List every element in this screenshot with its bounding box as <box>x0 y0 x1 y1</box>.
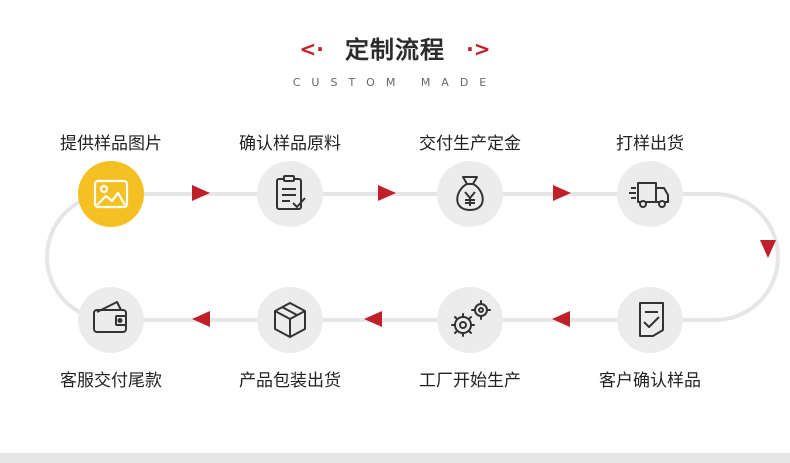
document-check-icon <box>639 302 664 337</box>
step-node-4 <box>617 161 683 227</box>
step-label-1: 提供样品图片 <box>60 134 162 154</box>
step-node-5 <box>617 287 683 353</box>
arrow-down-right <box>760 240 776 258</box>
gears-icon <box>451 300 491 337</box>
clipboard-check-icon <box>276 175 306 210</box>
step-label-3: 交付生产定金 <box>419 134 521 154</box>
page-subtitle: CUSTOM MADE <box>292 76 498 89</box>
left-decoration: <· <box>299 37 324 61</box>
step-label-4: 打样出货 <box>616 134 684 154</box>
page-title: 定制流程 <box>345 36 445 64</box>
right-decoration: ·> <box>466 37 491 61</box>
arrow-right-1 <box>192 185 210 201</box>
header: <· 定制流程 ·> <box>0 30 790 65</box>
step-node-3 <box>437 161 503 227</box>
arrow-left-1 <box>552 311 570 327</box>
wallet-icon <box>93 301 127 333</box>
image-icon <box>93 179 129 209</box>
arrow-right-2 <box>378 185 396 201</box>
step-label-8: 客服交付尾款 <box>60 371 162 391</box>
step-label-7: 产品包装出货 <box>239 371 341 391</box>
money-bag-icon <box>456 176 484 211</box>
step-label-2: 确认样品原料 <box>239 134 341 154</box>
arrow-right-3 <box>553 185 571 201</box>
delivery-truck-icon <box>629 182 669 208</box>
bottom-divider <box>0 453 790 463</box>
step-node-7 <box>257 287 323 353</box>
arrow-left-3 <box>192 311 210 327</box>
step-node-8 <box>78 287 144 353</box>
step-label-5: 客户确认样品 <box>599 371 701 391</box>
step-node-6 <box>437 287 503 353</box>
flow-track <box>45 192 780 322</box>
step-label-6: 工厂开始生产 <box>419 371 521 391</box>
step-node-2 <box>257 161 323 227</box>
arrow-left-2 <box>364 311 382 327</box>
step-node-1 <box>78 161 144 227</box>
package-box-icon <box>274 302 306 338</box>
